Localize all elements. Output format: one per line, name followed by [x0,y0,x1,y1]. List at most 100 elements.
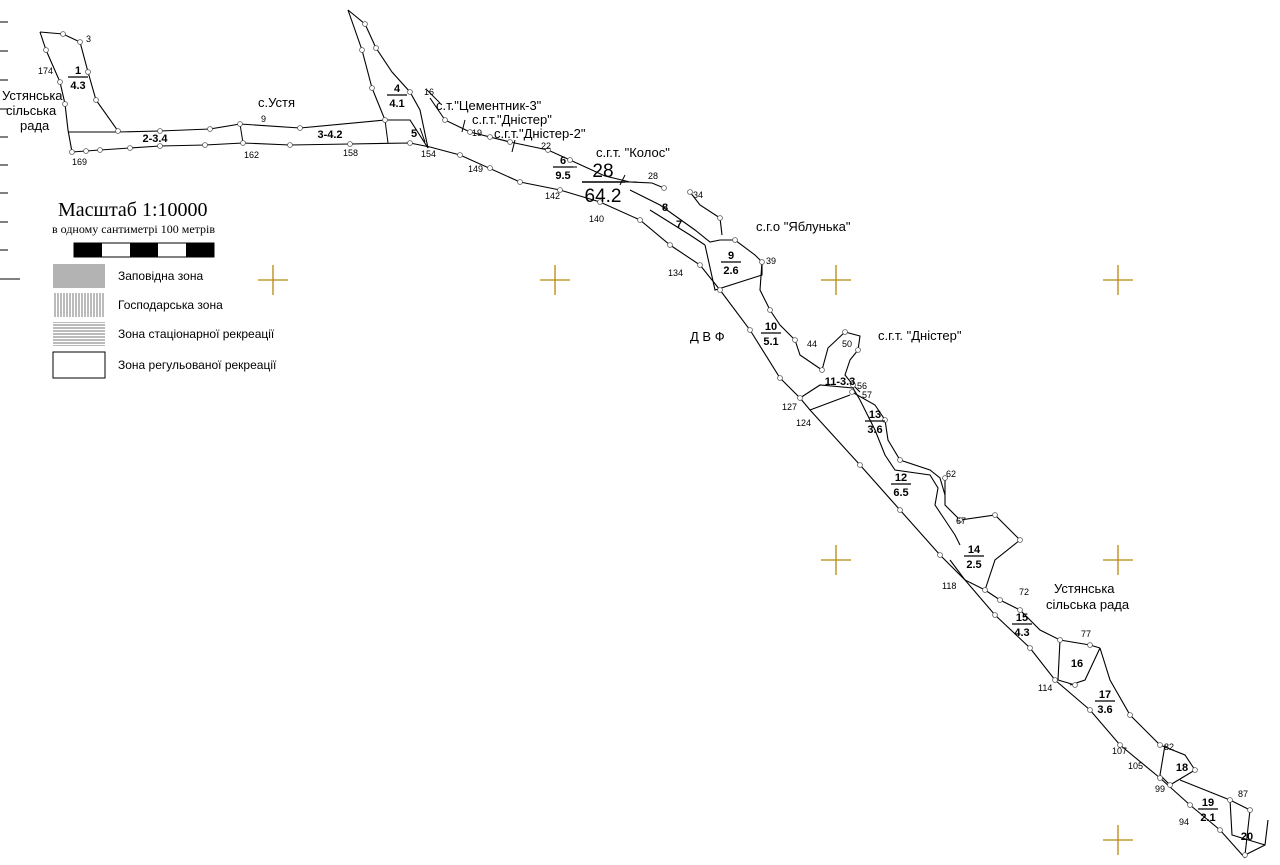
point-number: 114 [1038,683,1052,693]
svg-text:5.1: 5.1 [763,336,778,348]
point-number: 162 [244,150,259,160]
place-village-ustya: с.Устя [258,95,295,110]
legend-label-stationary: Зона стаціонарної рекреації [118,327,275,341]
point-number: 124 [796,418,811,428]
legend-swatch-reserve [53,264,105,288]
svg-text:2.5: 2.5 [966,559,981,571]
svg-text:28: 28 [592,161,613,182]
point-number: 149 [468,164,483,174]
place-ustya-rada-nw-line2: сільська [6,103,57,118]
plot-label-15: 15 4.3 [1012,612,1032,639]
svg-text:3.6: 3.6 [867,424,882,436]
place-ustya-rada-nw-line1: Устянська [2,88,63,103]
legend-label-economic: Господарська зона [118,298,223,312]
svg-text:4.3: 4.3 [70,80,85,92]
svg-text:14: 14 [968,544,981,556]
point-number: 77 [1081,629,1091,639]
svg-text:6: 6 [560,155,566,167]
point-number: 9 [261,114,266,124]
place-ustya-rada-se-line1: Устянська [1054,581,1115,596]
point-number: 118 [942,581,956,591]
point-number: 169 [72,157,87,167]
plot-label-6: 6 9.5 [553,155,573,182]
svg-text:6.5: 6.5 [893,487,908,499]
point-number: 72 [1019,587,1029,597]
place-dnister-3: с.г.т. "Дністер" [878,328,962,343]
plot-label-3: 3-4.2 [317,129,342,141]
place-kolos: с.г.т. "Колос" [596,145,670,160]
svg-text:12: 12 [895,472,907,484]
point-number: 87 [1238,789,1248,799]
plot-label-11: 11-3.3 [825,376,856,388]
legend-label-reserve: Заповідна зона [118,269,203,283]
plot-label-16: 16 [1071,658,1083,670]
point-number: 82 [1164,742,1174,752]
place-names: Устянська сільська рада с.Устя с.т."Цеме… [2,88,1130,612]
point-number: 158 [343,148,358,158]
point-number: 99 [1155,784,1165,794]
svg-text:3.6: 3.6 [1097,704,1112,716]
plot-label-18: 18 [1176,762,1188,774]
point-number: 56 [857,381,867,391]
place-ustya-rada-nw-line3: рада [20,118,50,133]
legend-swatch-stationary [53,322,105,346]
point-number: 107 [1112,746,1127,756]
plot-label-9: 9 2.6 [721,250,741,277]
place-dnister-1: с.г.т."Дністер" [472,112,552,127]
survey-nodes [43,21,1253,858]
point-number: 39 [766,256,776,266]
point-number: 28 [648,171,658,181]
point-number: 62 [946,469,956,479]
grid-crosses [258,265,1133,855]
svg-text:9: 9 [728,250,734,262]
place-dvf: Д В Ф [690,329,725,344]
legend-label-regulated: Зона регульованої рекреації [118,358,277,372]
legend: Заповідна зона Господарська зона Зона ст… [52,264,277,379]
point-number: 67 [956,516,966,526]
plot-label-28: 28 64.2 [582,161,625,207]
svg-text:1: 1 [75,65,81,77]
boundary-lines [39,9,1269,859]
plot-label-20: 20 [1241,831,1253,843]
plot-label-2: 2-3.4 [142,133,168,145]
point-number: 142 [545,191,560,201]
point-number: 44 [807,339,817,349]
svg-text:15: 15 [1016,612,1028,624]
plot-label-13: 13 3.6 [865,409,885,436]
scale-title: Масштаб 1:10000 [58,199,208,221]
svg-text:64.2: 64.2 [585,186,622,207]
svg-text:4: 4 [394,83,401,95]
point-number: 94 [1179,817,1189,827]
point-number: 50 [842,339,852,349]
plot-label-7: 7 [676,219,682,231]
plot-label-10: 10 5.1 [761,321,781,348]
point-number: 16 [424,87,434,97]
plot-label-5: 5 [411,128,417,140]
plot-label-17: 17 3.6 [1095,689,1115,716]
svg-text:4.3: 4.3 [1014,627,1029,639]
place-yablunka: с.г.о "Яблунька" [756,219,851,234]
svg-text:9.5: 9.5 [555,170,570,182]
point-number: 19 [472,128,482,138]
scale-subtitle: в одному сантиметрі 100 метрів [52,222,215,236]
svg-text:19: 19 [1202,797,1214,809]
plot-label-12: 12 6.5 [891,472,911,499]
point-number: 127 [782,402,797,412]
svg-text:2.1: 2.1 [1200,812,1215,824]
scale-block: Масштаб 1:10000 в одному сантиметрі 100 … [52,199,215,258]
svg-text:10: 10 [765,321,777,333]
legend-swatch-regulated [52,351,106,379]
plot-labels: 1 4.3 2-3.4 3-4.2 4 4.1 5 6 9.5 28 64.2 … [68,65,1253,843]
left-edge-ticks [0,21,20,280]
point-number: 34 [693,190,703,200]
svg-text:17: 17 [1099,689,1111,701]
point-number: 140 [589,214,604,224]
point-number: 134 [668,268,683,278]
place-ustya-rada-se-line2: сільська рада [1046,597,1130,612]
plot-label-19: 19 2.1 [1198,797,1218,824]
plot-label-14: 14 2.5 [964,544,984,571]
svg-text:4.1: 4.1 [389,98,404,110]
place-tsementnyk: с.т."Цементник-3" [436,98,542,113]
point-number: 3 [86,34,91,44]
